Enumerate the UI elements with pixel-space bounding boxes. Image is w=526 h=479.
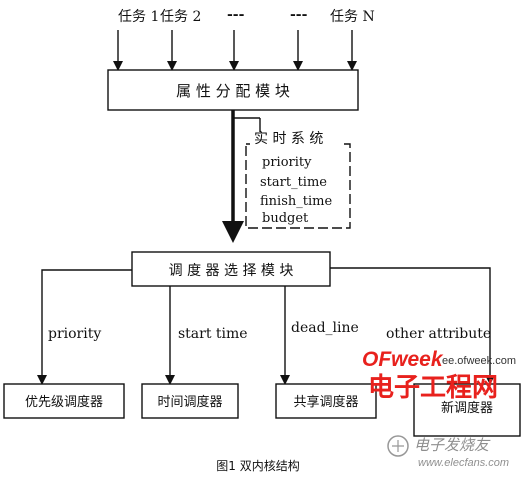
attr-start-time: start_time [260, 175, 327, 190]
branch-label-priority: priority [48, 326, 101, 342]
shared-scheduler-box [275, 383, 377, 419]
elecfans-cn: 电子发烧友 [414, 436, 491, 454]
figure-caption: 图1 双内核结构 [216, 458, 299, 473]
attr-finish-time: finish_time [260, 194, 332, 209]
elecfans-watermark: 电子发烧友 www.elecfans.com [387, 435, 509, 469]
scheduler-selection-box [131, 251, 331, 287]
new-scheduler-box [413, 383, 521, 437]
new-scheduler-label: 新调度器 [441, 400, 493, 416]
branch-label-other-attribute: other attribute [386, 326, 491, 342]
time-scheduler-box [141, 383, 239, 419]
ofweek-brand: 电子工程网 [368, 373, 498, 403]
attribute-allocation-box [107, 69, 359, 111]
realtime-title: 实 时 系 统 [254, 131, 323, 147]
branch-priority [37, 269, 132, 385]
attr-budget: budget [262, 211, 309, 226]
attribute-allocation-label: 属 性 分 配 模 块 [176, 82, 290, 100]
scheduler-selection-label: 调 度 器 选 择 模 块 [169, 263, 294, 279]
branch-label-dead-line: dead_line [291, 320, 359, 336]
task-label-2: 任务 2 [160, 9, 201, 25]
attr-priority: priority [262, 155, 312, 170]
time-scheduler-label: 时间调度器 [157, 394, 222, 410]
branch-label-start-time: start time [178, 326, 248, 342]
ofweek-logo: OFweek [362, 348, 444, 371]
elecfans-url: www.elecfans.com [418, 457, 509, 469]
realtime-attributes-box [245, 143, 351, 229]
task-label-ellipsis-2: --- [290, 7, 308, 23]
ofweek-watermark: OFweek ee.ofweek.com 电子工程网 [362, 348, 516, 403]
branch-other-attribute [330, 267, 495, 385]
ofweek-site: ee.ofweek.com [442, 355, 516, 367]
shared-scheduler-label: 共享调度器 [293, 394, 358, 410]
priority-scheduler-box [3, 383, 125, 419]
task-label-ellipsis-1: --- [227, 7, 245, 23]
task-label-n: 任务 N [330, 9, 375, 25]
elecfans-logo-icon [387, 435, 409, 457]
task-label-1: 任务 1 [118, 9, 159, 25]
priority-scheduler-label: 优先级调度器 [25, 394, 103, 410]
